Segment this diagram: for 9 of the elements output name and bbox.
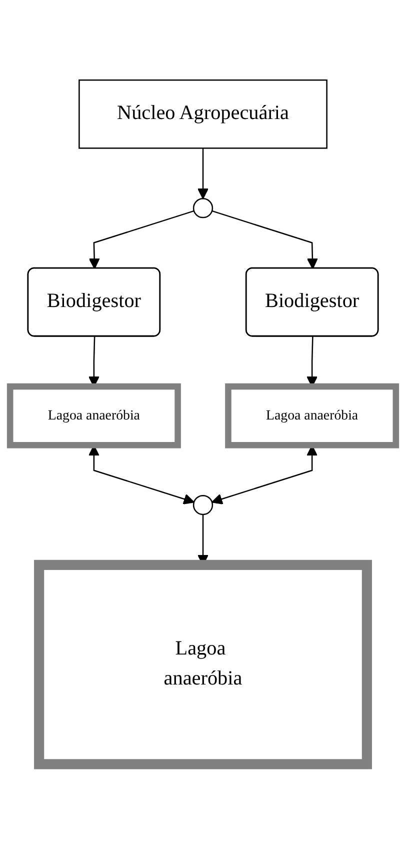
node-circle: [192, 198, 214, 218]
arrow: [88, 210, 194, 269]
arrow: [212, 210, 318, 269]
node-box: Lagoa anaeróbia: [225, 383, 400, 448]
node-circle: [192, 494, 214, 515]
node-box: Lagoa anaeróbia: [6, 383, 181, 448]
arrow: [197, 148, 209, 199]
node-box: Núcleo Agropecuária: [78, 79, 328, 149]
node-box: Lagoa anaeróbia: [34, 560, 372, 770]
